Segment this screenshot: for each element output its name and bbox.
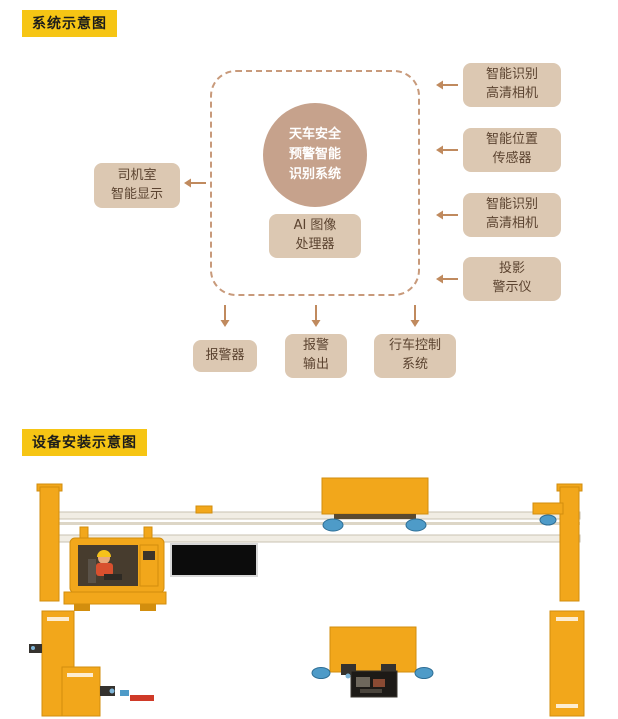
crane-operator <box>88 550 122 583</box>
trolley-hoist <box>321 477 429 532</box>
projection-warner-box: 投影 警示仪 <box>463 257 561 301</box>
crane-installation-illustration <box>29 477 585 717</box>
left-end-column <box>36 483 63 602</box>
arrow-down-icon <box>219 305 231 329</box>
camera-device-icon <box>341 664 356 679</box>
driver-cab-display-box: 司机室 智能显示 <box>94 163 180 208</box>
floor-projection-image <box>350 670 398 698</box>
arrow-left-icon <box>434 209 458 221</box>
core-system-circle: 天车安全 预警智能 识别系统 <box>263 103 367 207</box>
crane-control-system-box: 行车控制 系统 <box>374 334 456 378</box>
ground-left-column-2 <box>61 666 154 717</box>
camera-device-icon <box>100 686 115 696</box>
hd-camera-box-1: 智能识别 高清相机 <box>463 63 561 107</box>
system-core-group-border <box>210 70 420 296</box>
rail-joint-block <box>195 505 213 514</box>
section-title-installation: 设备安装示意图 <box>22 429 147 456</box>
projector-unit <box>311 626 434 698</box>
ground-right-column <box>549 610 585 717</box>
section-title-system: 系统示意图 <box>22 10 117 37</box>
right-end-column <box>556 483 583 602</box>
arrow-down-icon <box>409 305 421 329</box>
end-truck-block <box>532 502 564 526</box>
alarm-box: 报警器 <box>193 340 257 372</box>
arrow-down-icon <box>310 305 322 329</box>
arrow-left-icon <box>434 79 458 91</box>
alarm-output-box: 报警 输出 <box>285 334 347 378</box>
arrow-left-icon <box>434 273 458 285</box>
arrow-left-icon <box>434 144 458 156</box>
operator-cab <box>63 526 167 611</box>
ai-image-processor-box: AI 图像 处理器 <box>269 214 361 258</box>
arrow-left-icon <box>182 177 206 189</box>
hd-camera-box-2: 智能识别 高清相机 <box>463 193 561 237</box>
display-screen <box>170 543 258 577</box>
position-sensor-box: 智能位置 传感器 <box>463 128 561 172</box>
